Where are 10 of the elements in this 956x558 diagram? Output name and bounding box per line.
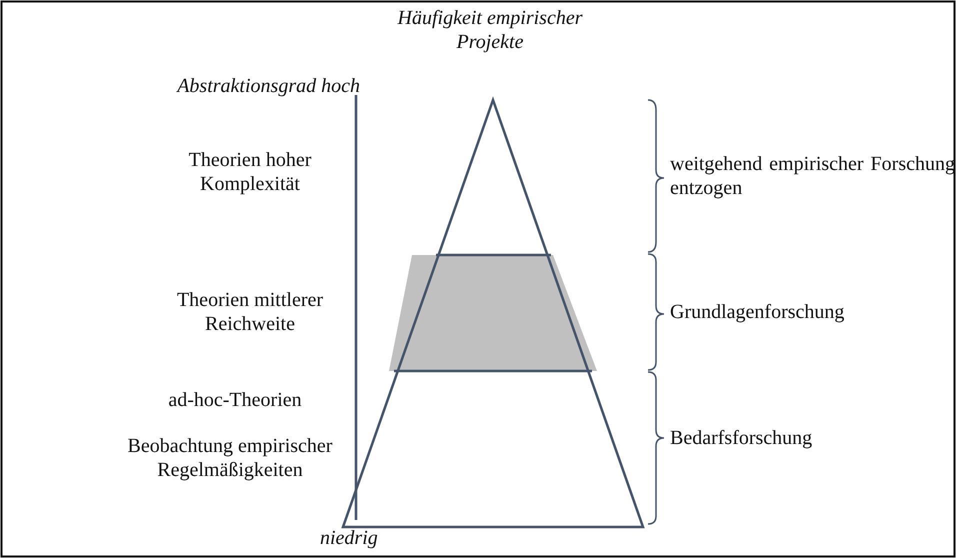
category-label: weitgehend empirischer Forschung entzogen [670, 152, 955, 200]
axis-label: niedrig [320, 526, 379, 550]
level-label: ad-hoc-Theorien [167, 388, 303, 412]
category-label: Bedarfsforschung [670, 426, 814, 450]
axis-label: Abstraktionsgrad hoch [175, 74, 360, 98]
level-label: Theorien hoher Komplexität [188, 148, 312, 196]
level-label: Theorien mittlerer Reichweite [176, 288, 324, 336]
level-label: Beobachtung empirischer Regelmäßigkeiten [126, 434, 334, 482]
axis-title: Häufigkeit empirischer Projekte [396, 6, 584, 54]
category-label: Grundlagenforschung [670, 300, 846, 324]
